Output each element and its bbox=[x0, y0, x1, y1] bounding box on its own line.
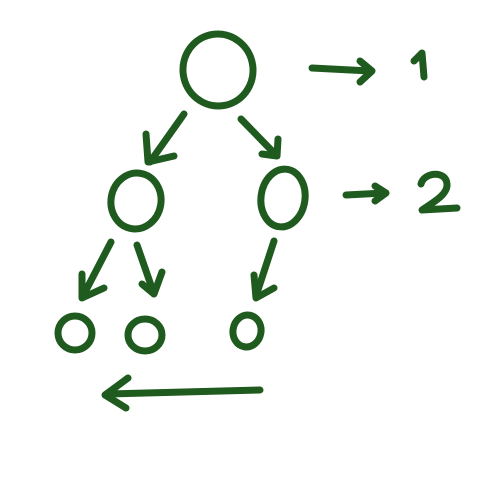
tree-node-left-left-leaf bbox=[54, 312, 96, 354]
tree-node-root bbox=[179, 30, 257, 110]
level-1-arrow bbox=[308, 57, 376, 86]
traversal-arrow-left bbox=[101, 374, 264, 412]
tree-node-left-right-leaf bbox=[124, 315, 166, 355]
level-2-arrow bbox=[342, 182, 390, 205]
tree-node-left-child bbox=[107, 169, 165, 233]
ink-layer bbox=[54, 30, 461, 412]
edge-left-child-to-left-left-leaf bbox=[78, 238, 115, 302]
level-label-2 bbox=[417, 170, 461, 214]
level-label-1 bbox=[410, 49, 428, 81]
edge-root-to-right-child bbox=[237, 115, 282, 160]
edge-left-child-to-left-right-leaf bbox=[133, 241, 166, 298]
tree-node-right-left-leaf bbox=[229, 311, 265, 351]
edge-root-to-left-child bbox=[142, 110, 188, 166]
edge-right-child-to-right-left-leaf bbox=[250, 237, 278, 302]
tree-node-right-child bbox=[257, 165, 309, 231]
